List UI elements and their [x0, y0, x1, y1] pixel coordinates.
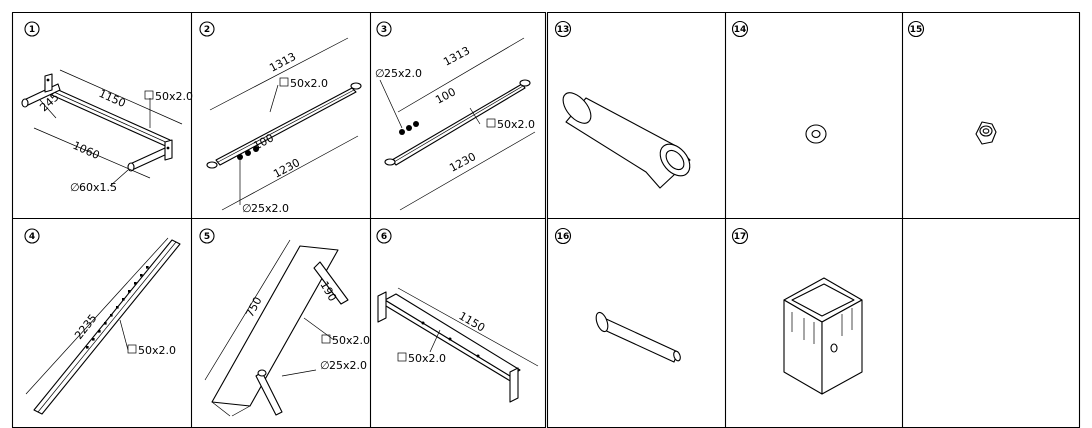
panel-number-3: 3	[376, 21, 392, 37]
pin-group	[399, 121, 419, 135]
svg-text:17: 17	[734, 232, 747, 242]
part-6-drawing	[377, 287, 539, 403]
part-15-nut	[975, 121, 997, 145]
dim-label: ∅	[70, 181, 80, 194]
dim-label: 50x2.0	[155, 90, 193, 103]
dim-label: 50x2.0	[332, 334, 370, 347]
part-14-washer	[805, 124, 827, 144]
dim-label: ∅	[375, 67, 385, 80]
panel-number-13: 13	[554, 20, 572, 38]
svg-text:5: 5	[204, 232, 210, 242]
dim-label: 25x2.0	[251, 202, 289, 215]
part-2-labels: 1313 50x2.0 100 1230 ∅ 25x2.0	[242, 50, 328, 215]
part-16-pin	[595, 311, 681, 363]
dim-label: ∅	[320, 359, 330, 372]
dim-label: 60x1.5	[79, 181, 117, 194]
svg-text:1: 1	[29, 25, 35, 35]
panel-number-14: 14	[731, 20, 749, 38]
grid-frame	[11, 11, 1081, 428]
panel-number-6: 6	[376, 228, 392, 244]
part-3-drawing	[379, 37, 536, 211]
dim-label: 1230	[447, 150, 478, 175]
dim-label: 50x2.0	[408, 352, 446, 365]
part-17-box	[783, 277, 863, 395]
dim-label: 50x2.0	[138, 344, 176, 357]
dim-label: ∅	[242, 202, 252, 215]
dim-label: 25x2.0	[329, 359, 367, 372]
panel-number-5: 5	[199, 228, 215, 244]
dim-label: 1060	[71, 139, 102, 162]
pin-group	[237, 146, 259, 160]
panel-number-4: 4	[24, 228, 40, 244]
panel-number-16: 16	[554, 227, 572, 245]
svg-text:15: 15	[910, 25, 923, 35]
part-1-drawing	[21, 69, 183, 187]
part-5-drawing	[204, 239, 349, 417]
panel-numbers: 1 2 3 4 5 6 13 14 15 16 17	[24, 20, 925, 245]
dim-label: 50x2.0	[290, 77, 328, 90]
dim-label: 100	[433, 85, 458, 106]
dim-label: 1150	[457, 309, 488, 334]
svg-text:3: 3	[381, 25, 387, 35]
svg-text:2: 2	[204, 25, 210, 35]
svg-text:14: 14	[734, 25, 747, 35]
dim-label: 1150	[97, 87, 128, 110]
dim-label: 50x2.0	[497, 118, 535, 131]
dim-label: 1313	[267, 50, 298, 75]
dim-label: 1313	[441, 44, 472, 69]
svg-text:16: 16	[557, 232, 570, 242]
svg-text:4: 4	[29, 232, 35, 242]
dim-label: 25x2.0	[384, 67, 422, 80]
svg-text:13: 13	[557, 25, 570, 35]
part-3-labels: 1313 ∅ 25x2.0 100 50x2.0 1230	[375, 44, 535, 175]
panel-number-1: 1	[24, 21, 40, 37]
part-5-labels: 750 190 50x2.0 ∅ 25x2.0	[243, 279, 370, 372]
svg-text:6: 6	[381, 232, 387, 242]
dim-label: 1230	[271, 156, 302, 181]
panel-number-2: 2	[199, 21, 215, 37]
panel-number-17: 17	[731, 227, 749, 245]
hole-row	[86, 266, 149, 349]
part-4-drawing	[25, 237, 181, 415]
panel-number-15: 15	[907, 20, 925, 38]
part-2-drawing	[206, 37, 362, 211]
part-13-sleeve	[562, 92, 691, 189]
